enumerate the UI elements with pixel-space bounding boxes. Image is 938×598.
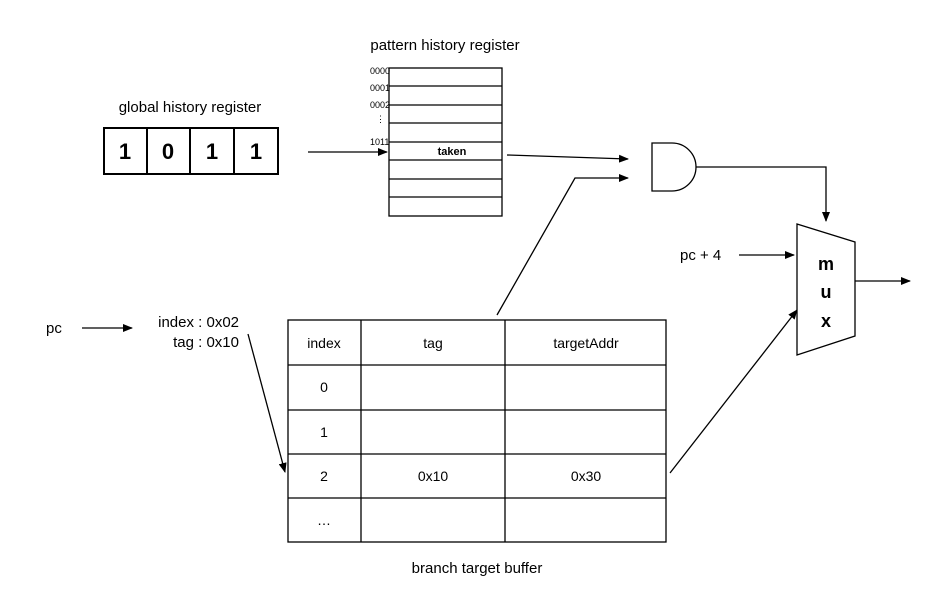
ghr-label: global history register xyxy=(119,99,262,116)
pc-label: pc xyxy=(46,320,62,337)
btb-cell: 2 xyxy=(320,468,328,484)
pht-to-and-arrow xyxy=(506,154,629,163)
pht-taken-entry: taken xyxy=(438,146,467,158)
ghr-bit: 0 xyxy=(162,139,174,164)
pht-row-label: 1011 xyxy=(370,137,389,147)
mux-letter: u xyxy=(821,282,832,302)
pattern-history-table: taken xyxy=(388,67,503,217)
mux-letter: m xyxy=(818,254,834,274)
btb-cell: … xyxy=(317,512,331,528)
ghr-bit: 1 xyxy=(206,139,218,164)
btb-to-mux-arrow xyxy=(669,309,798,474)
branch-target-buffer: index tag targetAddr 0 1 2 0x10 0x30 … xyxy=(287,319,667,543)
pht-row-label: 0001 xyxy=(370,83,390,93)
global-history-register: 1 0 1 1 xyxy=(103,127,279,175)
and-gate xyxy=(651,142,697,192)
pc-tag-text: tag : 0x10 xyxy=(173,334,239,351)
btb-header: targetAddr xyxy=(553,335,619,351)
ghr-bit: 1 xyxy=(250,139,262,164)
btb-label: branch target buffer xyxy=(412,560,543,577)
btb-cell: 0x30 xyxy=(571,468,602,484)
btb-cell: 0x10 xyxy=(418,468,449,484)
btb-header: index xyxy=(307,335,340,351)
pht-row-label: 0000 xyxy=(370,66,390,76)
pc-to-btb-arrow xyxy=(247,333,287,473)
pc-plus-4-label: pc + 4 xyxy=(680,247,721,264)
and-to-mux-arrow xyxy=(696,166,830,222)
ghr-bit: 1 xyxy=(119,139,131,164)
pht-row-label: ⋮ xyxy=(376,114,385,124)
pht-row-label: 0002 xyxy=(370,100,390,110)
btb-to-and-arrow xyxy=(496,174,629,316)
btb-header: tag xyxy=(423,335,442,351)
btb-cell: 1 xyxy=(320,424,328,440)
pc-index-text: index : 0x02 xyxy=(158,314,239,331)
pht-label: pattern history register xyxy=(370,37,519,54)
mux-letter: x xyxy=(821,311,831,331)
btb-cell: 0 xyxy=(320,379,328,395)
